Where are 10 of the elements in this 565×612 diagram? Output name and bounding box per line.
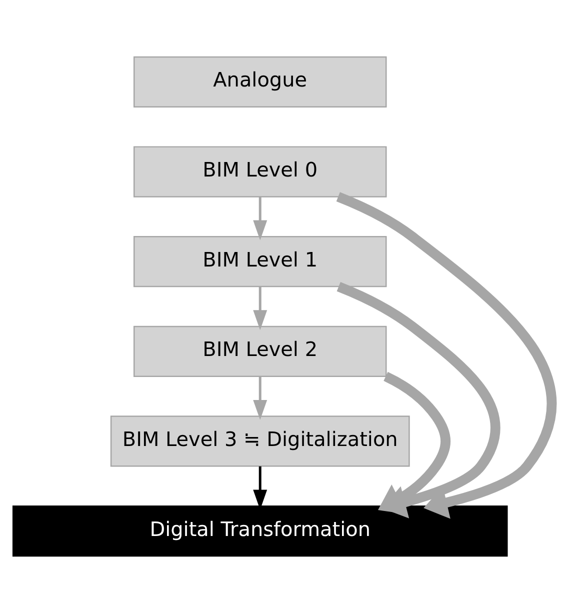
node-box: Analogue	[133, 56, 387, 108]
node-box: BIM Level 3 ≒ Digitalization	[110, 415, 410, 466]
node-box: BIM Level 2	[133, 325, 387, 376]
arrow	[253, 196, 268, 240]
arrow	[378, 371, 451, 514]
node-box: BIM Level 1	[133, 236, 387, 287]
arrow	[253, 376, 268, 420]
arrow	[253, 286, 268, 330]
node-box: Digital Transformation	[12, 504, 508, 556]
node-box: BIM Level 0	[133, 146, 387, 197]
